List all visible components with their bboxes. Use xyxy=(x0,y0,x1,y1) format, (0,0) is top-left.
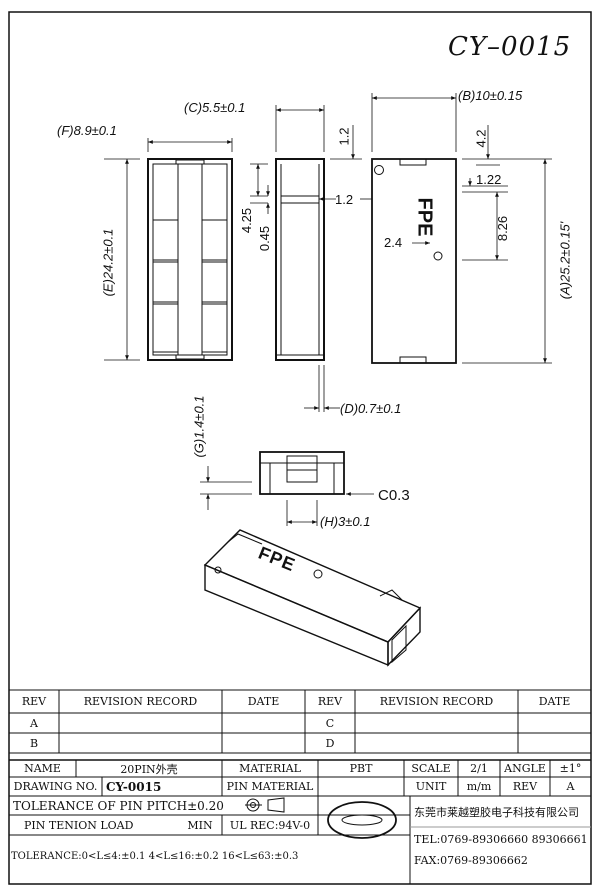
company-name: 东莞市莱越塑胶电子科技有限公司 xyxy=(414,805,579,819)
revision-table-grid xyxy=(9,689,591,754)
dim-1-2-side: 1.2 xyxy=(335,192,354,207)
rev-value: A xyxy=(566,780,575,793)
dim-1-22: 1.22 xyxy=(476,172,502,187)
sheet-border xyxy=(8,11,592,885)
rev-row-d: D xyxy=(325,736,335,750)
dim-4-2: 4.2 xyxy=(473,129,489,148)
material-value: PBT xyxy=(349,762,373,775)
top-view-logo-text: FPE xyxy=(413,197,436,237)
revision-record-header-1: REVISION RECORD xyxy=(83,695,198,708)
dim-f-label: (F)8.9±0.1 xyxy=(57,123,117,138)
company-fax: FAX:0769-89306662 xyxy=(414,853,528,867)
side-view xyxy=(275,158,325,361)
top-view xyxy=(371,158,457,364)
dim-b-label: (B)10±0.15 xyxy=(458,88,523,103)
dim-0-45: 0.45 xyxy=(257,225,273,252)
company-tel: TEL:0769-89306660 89306661 xyxy=(414,832,588,846)
date-header-2: DATE xyxy=(538,695,571,708)
dim-d-label: (D)0.7±0.1 xyxy=(340,401,402,416)
min-label: MIN xyxy=(187,818,213,832)
scale-value: 2/1 xyxy=(470,762,488,775)
end-view xyxy=(259,451,345,495)
unit-label: UNIT xyxy=(415,780,447,793)
part-number-title: CY–0015 xyxy=(448,32,572,62)
rev-row-b: B xyxy=(29,736,39,750)
dim-2-4: 2.4 xyxy=(384,235,403,250)
scale-label: SCALE xyxy=(411,762,451,775)
dim-g-label: (G)1.4±0.1 xyxy=(191,395,207,458)
datum-symbol-icon xyxy=(245,797,285,813)
angle-label: ANGLE xyxy=(504,762,546,775)
unit-value: m/m xyxy=(466,780,492,793)
company-logo-icon xyxy=(327,801,397,839)
dim-a-label: (A)25.2±0.15' xyxy=(557,221,573,300)
drawing-no-value: CY-0015 xyxy=(106,779,162,794)
pin-pitch-tolerance: TOLERANCE OF PIN PITCH±0.20 xyxy=(13,798,224,813)
rev-row-a: A xyxy=(30,716,38,730)
front-view xyxy=(147,158,233,361)
dim-8-26: 8.26 xyxy=(495,215,511,242)
rev-header-1: REV xyxy=(21,695,47,708)
general-tolerance: TOLERANCE:0<L≤4:±0.1 4<L≤16:±0.2 16<L≤63… xyxy=(11,850,299,862)
material-label: MATERIAL xyxy=(239,762,301,775)
revision-record-header-2: REVISION RECORD xyxy=(379,695,494,708)
name-label: NAME xyxy=(24,762,61,775)
pin-material-label: PIN MATERIAL xyxy=(226,780,314,793)
dim-4-25: 4.25 xyxy=(239,207,255,234)
dim-e-label: (E)24.2±0.1 xyxy=(100,228,116,297)
isometric-view xyxy=(203,529,422,667)
rev-label: REV xyxy=(512,780,538,793)
rev-header-2: REV xyxy=(317,695,343,708)
date-header-1: DATE xyxy=(247,695,280,708)
ul-rec-value: UL REC:94V-0 xyxy=(229,818,311,832)
dim-c-label: (C)5.5±0.1 xyxy=(184,100,246,115)
drawing-no-label: DRAWING NO. xyxy=(13,780,98,793)
angle-value: ±1° xyxy=(559,762,582,775)
dim-1-2-top: 1.2 xyxy=(336,127,352,146)
dim-h-label: (H)3±0.1 xyxy=(320,514,371,529)
rev-row-c: C xyxy=(325,716,335,730)
name-value: 20PIN外壳 xyxy=(120,762,178,776)
chamfer-c03-label: C0.3 xyxy=(378,487,410,504)
title-block-grid xyxy=(9,759,591,884)
pin-tenion-load-label: PIN TENION LOAD xyxy=(24,818,134,832)
